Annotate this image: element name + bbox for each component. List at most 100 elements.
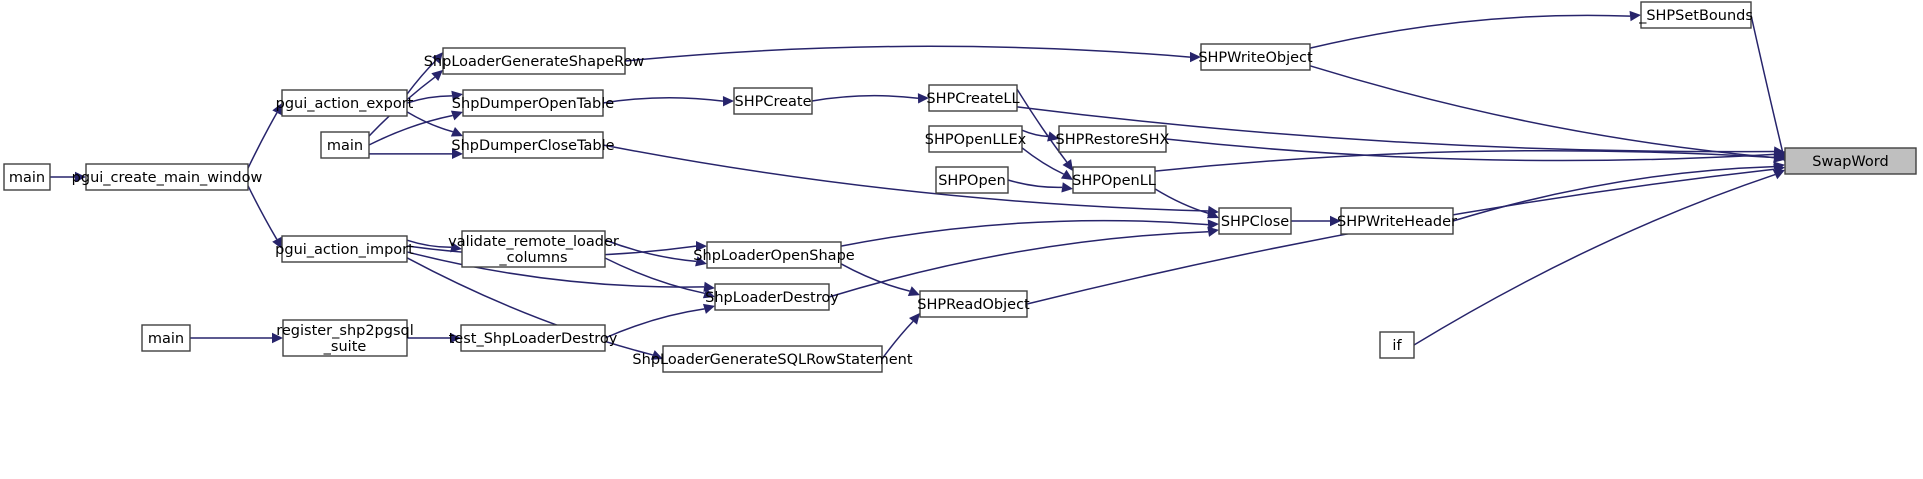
node-box[interactable] bbox=[733, 87, 813, 115]
node-box[interactable] bbox=[281, 235, 408, 263]
graph-node-shploadergenerateshaperow[interactable]: ShpLoaderGenerateShapeRow bbox=[424, 47, 645, 75]
graph-node-shpdumperopentable[interactable]: ShpDumperOpenTable bbox=[452, 89, 614, 117]
call-edge-pgui-action-import-to-shploaderdestroy bbox=[406, 251, 705, 288]
arrow-head-icon bbox=[702, 288, 715, 299]
call-edge-shpdumperopentable-to-shpcreate bbox=[602, 96, 724, 104]
call-edge-shploadergenerateshaperow-to-shpwriteobject bbox=[624, 45, 1191, 62]
node-box[interactable] bbox=[1218, 207, 1292, 235]
graph-node-shploaderdestroy[interactable]: ShpLoaderDestroy bbox=[705, 283, 839, 311]
arrow-head-icon bbox=[695, 240, 707, 252]
graph-node-swapword[interactable]: SwapWord bbox=[1784, 147, 1917, 175]
graph-node-shpcreate[interactable]: SHPCreate bbox=[733, 87, 813, 115]
graph-node-shpcreatell[interactable]: SHPCreateLL bbox=[926, 84, 1020, 112]
node-box[interactable] bbox=[461, 230, 606, 268]
graph-node-shpclose[interactable]: SHPClose bbox=[1218, 207, 1292, 235]
call-edge-shpcreate-to-shpcreatell bbox=[811, 94, 919, 102]
arrow-head-icon bbox=[1047, 131, 1059, 142]
graph-node-if[interactable]: if bbox=[1379, 331, 1415, 359]
node-box[interactable] bbox=[919, 290, 1028, 318]
call-edge-shpwriteobject-to-swapword bbox=[1309, 65, 1775, 159]
arrow-head-icon bbox=[1330, 215, 1341, 227]
arrow-head-icon bbox=[908, 312, 920, 325]
call-edge-shpcreatell-to-shpopenll bbox=[1016, 88, 1068, 163]
graph-node-main[interactable]: main bbox=[141, 324, 191, 352]
call-edge-shpopen-to-shpopenll bbox=[1007, 179, 1063, 189]
node-box[interactable] bbox=[1379, 331, 1415, 359]
call-edge-shpopenll-to-shpclose bbox=[1154, 188, 1210, 215]
node-box[interactable] bbox=[706, 241, 842, 269]
node-box[interactable] bbox=[282, 319, 408, 357]
arrow-head-icon bbox=[1062, 159, 1073, 172]
graph-node-shpdumperclosetable[interactable]: ShpDumperCloseTable bbox=[451, 131, 615, 159]
node-box[interactable] bbox=[1200, 43, 1311, 71]
graph-node-register-shp2pgsql-suite[interactable]: register_shp2pgsql_suite bbox=[276, 319, 414, 357]
arrow-head-icon bbox=[272, 236, 282, 249]
arrow-head-icon bbox=[1061, 182, 1073, 193]
graph-node-test-shploaderdestroy[interactable]: test_ShpLoaderDestroy bbox=[449, 324, 618, 352]
graph-node-main[interactable]: main bbox=[320, 131, 370, 159]
node-box[interactable] bbox=[460, 324, 606, 352]
edge-layer bbox=[49, 10, 1788, 360]
arrow-head-icon bbox=[1207, 219, 1219, 230]
node-box[interactable] bbox=[462, 89, 604, 117]
node-box[interactable] bbox=[320, 131, 370, 159]
graph-node-shpreadobject[interactable]: SHPReadObject bbox=[917, 290, 1030, 318]
node-box[interactable] bbox=[3, 163, 51, 191]
arrow-head-icon bbox=[450, 127, 463, 137]
call-edge-pgui-action-export-to-shpdumperopentable bbox=[406, 95, 453, 104]
call-edge-shploaderopenshape-to-shpreadobject bbox=[840, 263, 910, 292]
arrow-head-icon bbox=[431, 52, 443, 64]
call-edge-shpopenllex-to-shprestoreshx bbox=[1021, 129, 1049, 138]
call-edge-shpwriteobject-to-shpsetbounds bbox=[1309, 14, 1631, 49]
graph-node-pgui-action-export[interactable]: pgui_action_export bbox=[276, 89, 414, 117]
node-box[interactable] bbox=[1072, 166, 1156, 194]
arrow-head-icon bbox=[702, 303, 715, 314]
graph-node-shpwriteobject[interactable]: SHPWriteObject bbox=[1198, 43, 1313, 71]
node-box[interactable] bbox=[928, 84, 1018, 112]
node-box[interactable] bbox=[662, 345, 883, 373]
graph-node-shpwriteheader[interactable]: SHPWriteHeader bbox=[1337, 207, 1457, 235]
arrow-head-icon bbox=[272, 103, 282, 116]
graph-node-shpopenll[interactable]: SHPOpenLL bbox=[1072, 166, 1156, 194]
node-box[interactable] bbox=[1340, 207, 1454, 235]
graph-node-shpopen[interactable]: SHPOpen bbox=[935, 166, 1009, 194]
arrow-head-icon bbox=[703, 281, 715, 293]
node-box[interactable] bbox=[442, 47, 626, 75]
graph-node-validate-remote-loader-columns[interactable]: validate_remote_loader_columns bbox=[448, 230, 619, 268]
call-edge-if-to-swapword bbox=[1413, 173, 1776, 346]
node-box[interactable] bbox=[1058, 125, 1167, 153]
node-box[interactable] bbox=[1640, 1, 1752, 29]
graph-node-shpopenllex[interactable]: SHPOpenLLEx bbox=[925, 125, 1027, 153]
call-edge-shpdumperclosetable-to-shpclose bbox=[602, 144, 1209, 212]
call-edge-shploaderopenshape-to-shpclose bbox=[840, 219, 1209, 247]
node-box[interactable] bbox=[141, 324, 191, 352]
graph-node-shpsetbounds[interactable]: _SHPSetBounds bbox=[1638, 1, 1753, 29]
node-box[interactable] bbox=[462, 131, 604, 159]
arrow-head-icon bbox=[1629, 10, 1641, 22]
arrow-head-icon bbox=[1060, 169, 1073, 180]
graph-node-shprestoreshx[interactable]: SHPRestoreSHX bbox=[1056, 125, 1170, 153]
arrow-head-icon bbox=[451, 90, 463, 102]
graph-node-shploaderopenshape[interactable]: ShpLoaderOpenShape bbox=[693, 241, 855, 269]
call-edge-shploadergeneratesqlrowstatement-to-shpreadobject bbox=[881, 320, 914, 360]
call-edge-pgui-action-import-to-shploadergeneratesqlrowstatement bbox=[406, 257, 653, 356]
node-box[interactable] bbox=[281, 89, 408, 117]
graph-node-shploadergeneratesqlrowstatement[interactable]: ShpLoaderGenerateSQLRowStatement bbox=[632, 345, 913, 373]
arrow-head-icon bbox=[650, 350, 663, 360]
arrow-head-icon bbox=[722, 95, 734, 107]
arrow-head-icon bbox=[272, 332, 283, 344]
call-edge-pgui-action-import-to-validate-remote-loader-columns bbox=[406, 239, 452, 249]
node-box[interactable] bbox=[935, 166, 1009, 194]
call-edge-shpsetbounds-to-swapword bbox=[1750, 14, 1784, 152]
call-edge-shpcreatell-to-swapword bbox=[1016, 106, 1775, 153]
graph-node-pgui-create-main-window[interactable]: pgui_create_main_window bbox=[72, 163, 263, 191]
node-box[interactable] bbox=[1784, 147, 1917, 175]
graph-node-pgui-action-import[interactable]: pgui_action_import bbox=[275, 235, 414, 263]
graph-node-main[interactable]: main bbox=[3, 163, 51, 191]
call-edge-main-to-shpdumperopentable bbox=[368, 114, 453, 146]
node-box[interactable] bbox=[928, 125, 1023, 153]
node-box[interactable] bbox=[714, 283, 830, 311]
node-box[interactable] bbox=[85, 163, 249, 191]
